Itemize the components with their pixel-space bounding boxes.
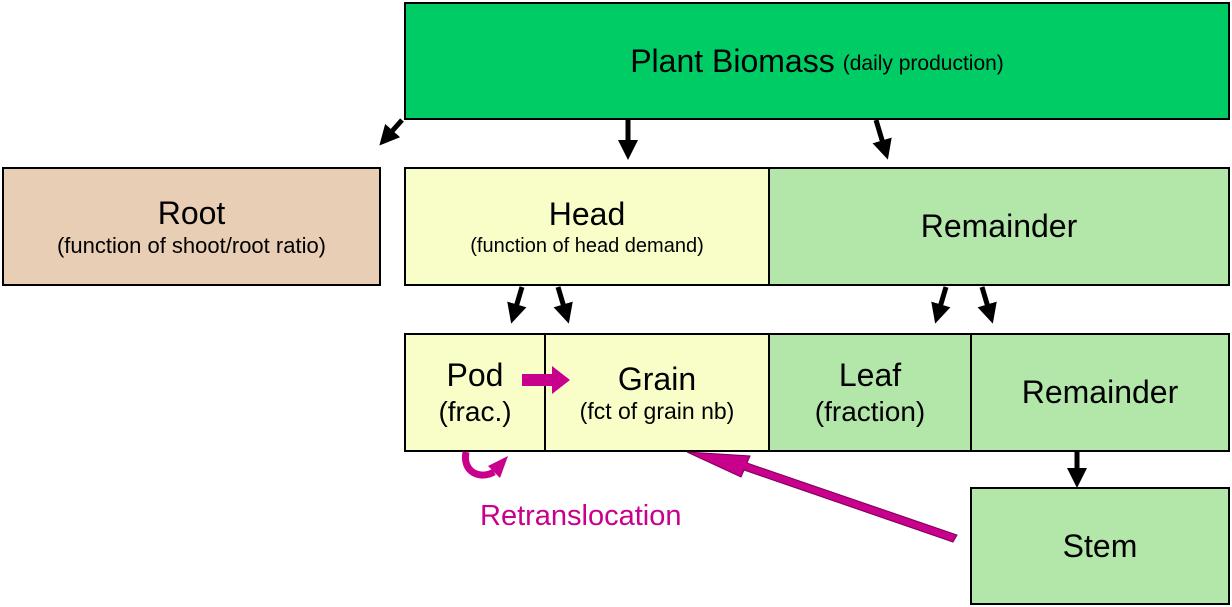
grain-title: Grain [617,360,697,397]
arrow-pod-to-grain [522,366,570,394]
pod-note: (frac.) [438,396,512,428]
remainder-top-title: Remainder [920,208,1078,245]
root-title: Root [157,195,226,232]
arrow-biomass-to-root [379,118,404,146]
arrow-head-to-grain [553,286,573,324]
leaf-title: Leaf [838,356,902,393]
plant-biomass-note: (daily production) [842,52,1004,75]
arrow-remainder-to-remainder [977,286,997,324]
leaf-box: Leaf (fraction) [768,333,972,452]
plant-biomass-title: Plant Biomass [630,42,835,79]
arrow-biomass-to-remainder [872,119,892,160]
leaf-note: (fraction) [814,396,926,428]
remainder-bottom-box: Remainder [970,333,1230,452]
retranslocation-label: Retranslocation [480,500,682,532]
head-title: Head [548,196,626,233]
pod-title: Pod [446,356,504,393]
arrow-head-to-pod [507,286,527,324]
plant-biomass-box: Plant Biomass (daily production) [404,2,1230,120]
root-box: Root (function of shoot/root ratio) [2,167,381,286]
retranslocation-loop-arrow [461,451,496,479]
stem-title: Stem [1062,527,1138,564]
root-note: (function of shoot/root ratio) [56,232,327,258]
arrow-remainder-to-leaf [931,286,951,324]
grain-note: (fct of grain nb) [579,397,735,424]
retranslocation-loop-head [488,456,508,478]
remainder-top-box: Remainder [768,167,1230,286]
arrow-stem-to-grain [686,451,958,543]
pod-box: Pod (frac.) [404,333,546,452]
head-note: (function of head demand) [470,234,704,257]
grain-box: Grain (fct of grain nb) [544,333,770,452]
stem-box: Stem [970,487,1230,605]
remainder-bottom-title: Remainder [1021,374,1179,411]
